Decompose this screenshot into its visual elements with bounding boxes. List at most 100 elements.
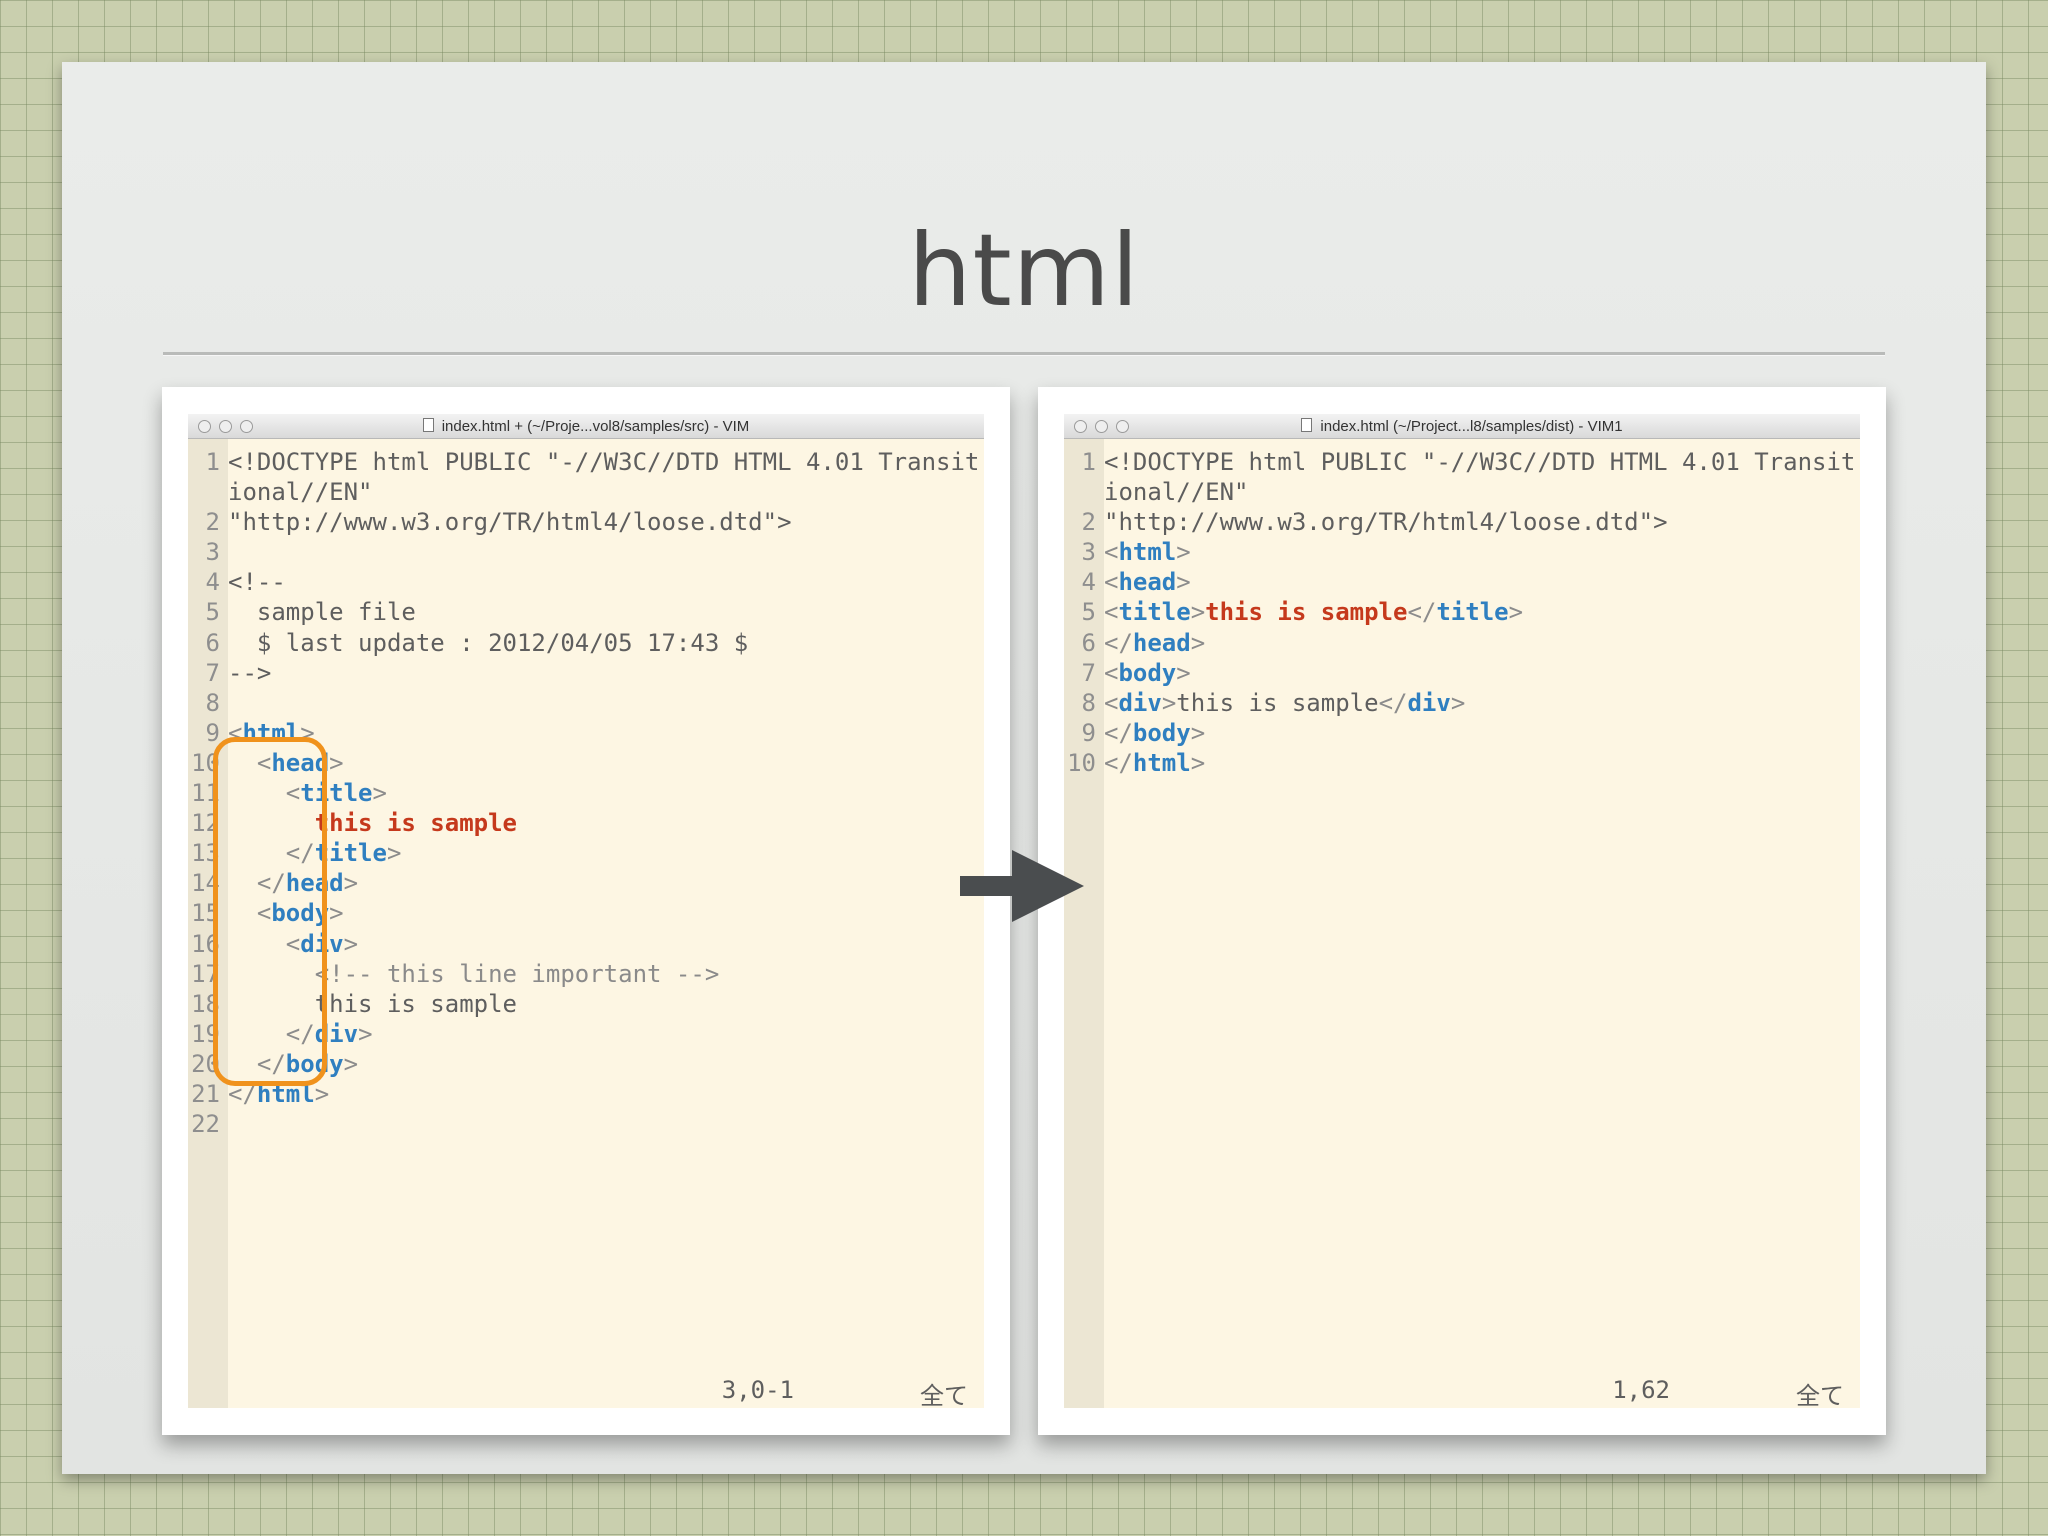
code-token: >: [1190, 598, 1206, 627]
code-line[interactable]: 7<body>: [1064, 658, 1860, 688]
line-number: 8: [1081, 688, 1096, 717]
code-line[interactable]: 8<div>this is sample</div>: [1064, 688, 1860, 718]
code-token: <: [1104, 568, 1119, 597]
code-line[interactable]: 3 <html>: [1064, 537, 1860, 567]
code-token: <: [1104, 598, 1119, 627]
code-line[interactable]: 12 this is sample: [188, 808, 984, 838]
minimize-window-button[interactable]: [219, 420, 232, 433]
code-token: html: [1132, 748, 1191, 777]
code-token: </: [1104, 748, 1133, 777]
code-token: this is sample: [228, 989, 517, 1018]
indentation-highlight-box: [213, 737, 327, 1086]
code-token: </: [1104, 718, 1133, 747]
code-token: >: [1161, 688, 1177, 717]
code-line[interactable]: 4<head>: [1064, 567, 1860, 597]
line-number: [188, 477, 228, 507]
line-number: 1: [1081, 448, 1096, 476]
code-line[interactable]: 22: [188, 1109, 984, 1139]
line-text: <div>: [228, 929, 358, 959]
line-text: $ last update : 2012/04/05 17:43 $: [228, 628, 748, 658]
scroll-position: 全て: [1796, 1382, 1844, 1408]
code-token: <: [228, 899, 272, 928]
zoom-window-button[interactable]: [240, 420, 253, 433]
line-number: 2: [205, 508, 220, 537]
code-token: title: [1436, 598, 1509, 627]
vim-window-dist: index.html (~/Project...l8/samples/dist)…: [1064, 414, 1860, 1408]
minimize-window-button[interactable]: [1095, 420, 1108, 433]
code-token: </: [228, 869, 286, 898]
code-token: <: [228, 779, 301, 808]
code-line[interactable]: 3: [188, 537, 984, 567]
code-line[interactable]: 1<!DOCTYPE html PUBLIC "-//W3C//DTD HTML…: [188, 447, 984, 477]
code-token: <: [1104, 658, 1119, 687]
code-line[interactable]: 2"http://www.w3.org/TR/html4/loose.dtd">: [1064, 507, 1860, 537]
code-token: </: [228, 1049, 286, 1078]
line-number: 6: [205, 628, 220, 657]
line-number: 5: [205, 598, 220, 627]
code-token: ional//EN": [1104, 478, 1249, 507]
code-line[interactable]: 6</head>: [1064, 628, 1860, 658]
code-token: html: [1118, 538, 1177, 567]
code-line[interactable]: 11 <title>: [188, 778, 984, 808]
code-token: >: [358, 1019, 373, 1048]
code-token: <!-- this line important -->: [228, 959, 720, 988]
code-line[interactable]: ional//EN": [188, 477, 984, 507]
line-number: 6: [1081, 628, 1096, 657]
window-titlebar[interactable]: index.html + (~/Proje...vol8/samples/src…: [188, 414, 984, 439]
close-window-button[interactable]: [198, 420, 211, 433]
code-token: >: [372, 779, 387, 808]
line-number: [1064, 477, 1104, 507]
code-token: title: [1118, 598, 1191, 627]
code-editor[interactable]: 1 <!DOCTYPE html PUBLIC "-//W3C//DTD HTML…: [1064, 447, 1860, 778]
code-token: >: [1450, 688, 1466, 717]
code-line[interactable]: ional//EN": [1064, 477, 1860, 507]
line-text: <!-- this line important -->: [228, 959, 720, 989]
code-line[interactable]: 7-->: [188, 658, 984, 688]
status-line: 3,0-1 全て: [188, 1376, 984, 1408]
code-token: head: [285, 869, 344, 898]
scroll-position: 全て: [920, 1382, 968, 1408]
line-text: <html>: [1104, 537, 1191, 567]
code-token: html: [242, 718, 301, 747]
line-number: 3: [1081, 538, 1096, 567]
code-editor[interactable]: 1<!DOCTYPE html PUBLIC "-//W3C//DTD HTML…: [188, 447, 984, 1139]
close-window-button[interactable]: [1074, 420, 1087, 433]
line-text: <title>: [228, 778, 387, 808]
code-token: ional//EN": [228, 478, 373, 507]
line-text: this is sample: [228, 989, 517, 1019]
code-token: <!DOCTYPE html PUBLIC "-//W3C//DTD HTML …: [1104, 448, 1856, 476]
code-token: head: [1118, 568, 1177, 597]
code-token: >: [329, 748, 344, 777]
code-line[interactable]: 5 sample file: [188, 597, 984, 627]
line-text: -->: [228, 658, 271, 688]
code-token: </: [1407, 598, 1437, 627]
code-line[interactable]: 1 <!DOCTYPE html PUBLIC "-//W3C//DTD HTML…: [1064, 447, 1860, 477]
line-text: <!--: [228, 567, 286, 597]
code-line[interactable]: 5<title>this is sample</title>: [1064, 597, 1860, 627]
window-title-text: index.html + (~/Proje...vol8/samples/src…: [441, 418, 750, 435]
zoom-window-button[interactable]: [1116, 420, 1129, 433]
line-text: sample file: [228, 597, 416, 627]
code-token: <: [228, 748, 272, 777]
code-token: body: [271, 899, 330, 928]
code-line[interactable]: 19 </div>: [188, 1019, 984, 1049]
code-token: >: [329, 899, 344, 928]
code-token: >: [343, 929, 359, 958]
code-line[interactable]: 10</html>: [1064, 748, 1860, 778]
code-token: <!--: [228, 568, 286, 597]
line-text: <!DOCTYPE html PUBLIC "-//W3C//DTD HTML …: [228, 447, 979, 477]
line-text: ional//EN": [1104, 477, 1249, 507]
code-line[interactable]: 9</body>: [1064, 718, 1860, 748]
code-line[interactable]: 4 <!--: [188, 567, 984, 597]
code-token: >: [1176, 658, 1191, 687]
slide-title: html: [908, 212, 1140, 329]
code-token: </: [228, 839, 315, 868]
code-line[interactable]: 8: [188, 688, 984, 718]
code-line[interactable]: 6 $ last update : 2012/04/05 17:43 $: [188, 628, 984, 658]
code-line[interactable]: 2"http://www.w3.org/TR/html4/loose.dtd">: [188, 507, 984, 537]
line-number: 4: [205, 568, 220, 597]
window-titlebar[interactable]: index.html (~/Project...l8/samples/dist)…: [1064, 414, 1860, 439]
code-line[interactable]: 20 </body>: [188, 1049, 984, 1079]
code-token: <: [1104, 538, 1119, 567]
window-title: index.html + (~/Proje...vol8/samples/src…: [188, 418, 984, 435]
